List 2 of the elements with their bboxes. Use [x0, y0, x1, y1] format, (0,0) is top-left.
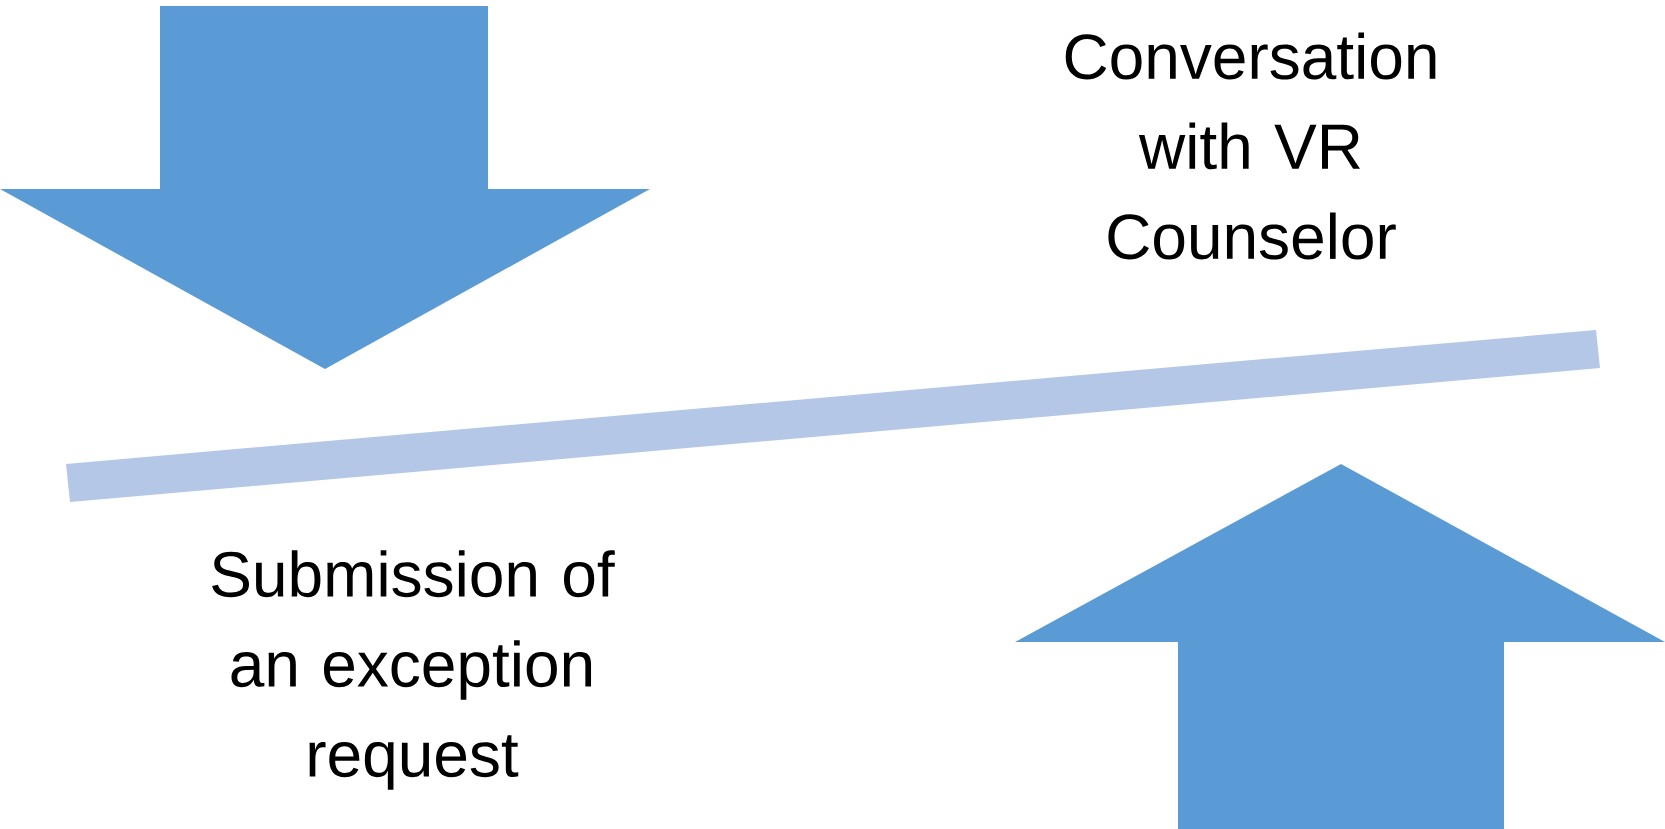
caption-text: Submission of an exception request [212, 550, 615, 790]
caption-text: Conversation with VR Counselor [1065, 32, 1436, 260]
